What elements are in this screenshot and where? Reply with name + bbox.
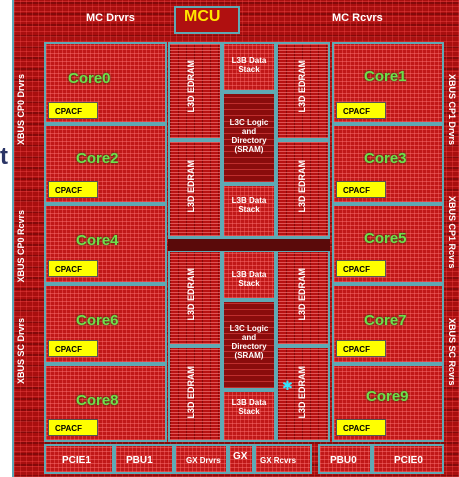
edram-top-right-1 bbox=[276, 42, 330, 140]
mc-drivers-label: MC Drvrs bbox=[86, 12, 135, 24]
cpacf-core5: CPACF bbox=[336, 260, 386, 277]
pcie1-label: PCIE1 bbox=[62, 455, 91, 466]
core4-label: Core4 bbox=[76, 232, 119, 249]
core2-label: Core2 bbox=[76, 150, 119, 167]
data-stack-2-block bbox=[222, 184, 276, 238]
pbu1-block bbox=[114, 444, 174, 474]
edram-top-left-2 bbox=[168, 140, 222, 238]
l3c-top-block bbox=[222, 92, 276, 184]
data-stack-1-label: L3B Data Stack bbox=[231, 56, 267, 74]
pbu0-block bbox=[318, 444, 372, 474]
gx-drvrs-label: GX Drvrs bbox=[186, 456, 221, 465]
edram-label-br1: L3D EDRAM bbox=[297, 268, 307, 321]
edram-label-bl2: L3D EDRAM bbox=[186, 366, 196, 419]
edram-label-tr1: L3D EDRAM bbox=[297, 60, 307, 113]
pbu1-label: PBU1 bbox=[126, 455, 153, 466]
l3c-top-label: L3C Logic and Directory (SRAM) bbox=[229, 118, 269, 154]
mcu-block bbox=[174, 6, 240, 34]
gx-label: GX bbox=[233, 451, 248, 462]
l3c-bottom-block bbox=[222, 300, 276, 390]
core8-label: Core8 bbox=[76, 392, 119, 409]
data-stack-4-block bbox=[222, 390, 276, 442]
edram-label-tl2: L3D EDRAM bbox=[186, 160, 196, 213]
xbus-cp0-rcvrs-label: XBUS CP0 Rcvrs bbox=[16, 210, 26, 283]
cpacf-core0: CPACF bbox=[48, 102, 98, 119]
pcie0-block bbox=[372, 444, 444, 474]
marker-icon: ✱ bbox=[282, 378, 293, 393]
processor-die: MC Drvrs MCU MC Rcvrs XBUS CP0 Drvrs XBU… bbox=[12, 0, 459, 477]
xbus-cp0-drvrs-label: XBUS CP0 Drvrs bbox=[16, 74, 26, 146]
data-stack-2-label: L3B Data Stack bbox=[231, 196, 267, 214]
pcie0-label: PCIE0 bbox=[394, 455, 423, 466]
gx-block bbox=[228, 444, 254, 474]
xbus-sc-drvrs-label: XBUS SC Drvrs bbox=[16, 318, 26, 385]
core1-label: Core1 bbox=[364, 68, 407, 85]
core7-label: Core7 bbox=[364, 312, 407, 329]
cpacf-core4: CPACF bbox=[48, 260, 98, 277]
pcie1-block bbox=[44, 444, 114, 474]
cpacf-core6: CPACF bbox=[48, 340, 98, 357]
core6-label: Core6 bbox=[76, 312, 119, 329]
xbus-cp1-rcvrs-label: XBUS CP1 Rcvrs bbox=[447, 196, 457, 269]
gx-rcvrs-label: GX Rcvrs bbox=[260, 456, 297, 465]
data-stack-3-label: L3B Data Stack bbox=[231, 270, 267, 288]
edram-bottom-right-2 bbox=[276, 346, 330, 442]
core0-label: Core0 bbox=[68, 70, 111, 87]
edram-label-bl1: L3D EDRAM bbox=[186, 268, 196, 321]
cpacf-core3: CPACF bbox=[336, 181, 386, 198]
edram-top-left-1 bbox=[168, 42, 222, 140]
edram-bottom-left-2 bbox=[168, 346, 222, 442]
xbus-sc-rcvrs-label: XBUS SC Rcvrs bbox=[447, 318, 457, 386]
core5-label: Core5 bbox=[364, 230, 407, 247]
l3c-bottom-label: L3C Logic and Directory (SRAM) bbox=[229, 324, 269, 360]
mc-receivers-label: MC Rcvrs bbox=[332, 12, 383, 24]
pbu0-label: PBU0 bbox=[330, 455, 357, 466]
edram-bottom-left-1 bbox=[168, 250, 222, 346]
data-stack-1-block bbox=[222, 42, 276, 92]
edram-label-tr2: L3D EDRAM bbox=[297, 160, 307, 213]
core9-label: Core9 bbox=[366, 388, 409, 405]
mcu-label: MCU bbox=[184, 8, 221, 25]
core3-label: Core3 bbox=[364, 150, 407, 167]
edram-bottom-right-1 bbox=[276, 250, 330, 346]
data-stack-4-label: L3B Data Stack bbox=[231, 398, 267, 416]
gx-drvrs-block bbox=[174, 444, 228, 474]
edram-label-br2: L3D EDRAM bbox=[297, 366, 307, 419]
xbus-cp1-drvrs-label: XBUS CP1 Drvrs bbox=[447, 74, 457, 146]
gx-rcvrs-block bbox=[254, 444, 312, 474]
edge-glyph: t bbox=[0, 143, 8, 170]
cpacf-core8: CPACF bbox=[48, 419, 98, 436]
cpacf-core9: CPACF bbox=[336, 419, 386, 436]
cpacf-core2: CPACF bbox=[48, 181, 98, 198]
edram-label-tl1: L3D EDRAM bbox=[186, 60, 196, 113]
center-bus-band bbox=[168, 238, 330, 252]
cpacf-core1: CPACF bbox=[336, 102, 386, 119]
cpacf-core7: CPACF bbox=[336, 340, 386, 357]
edram-top-right-2 bbox=[276, 140, 330, 238]
